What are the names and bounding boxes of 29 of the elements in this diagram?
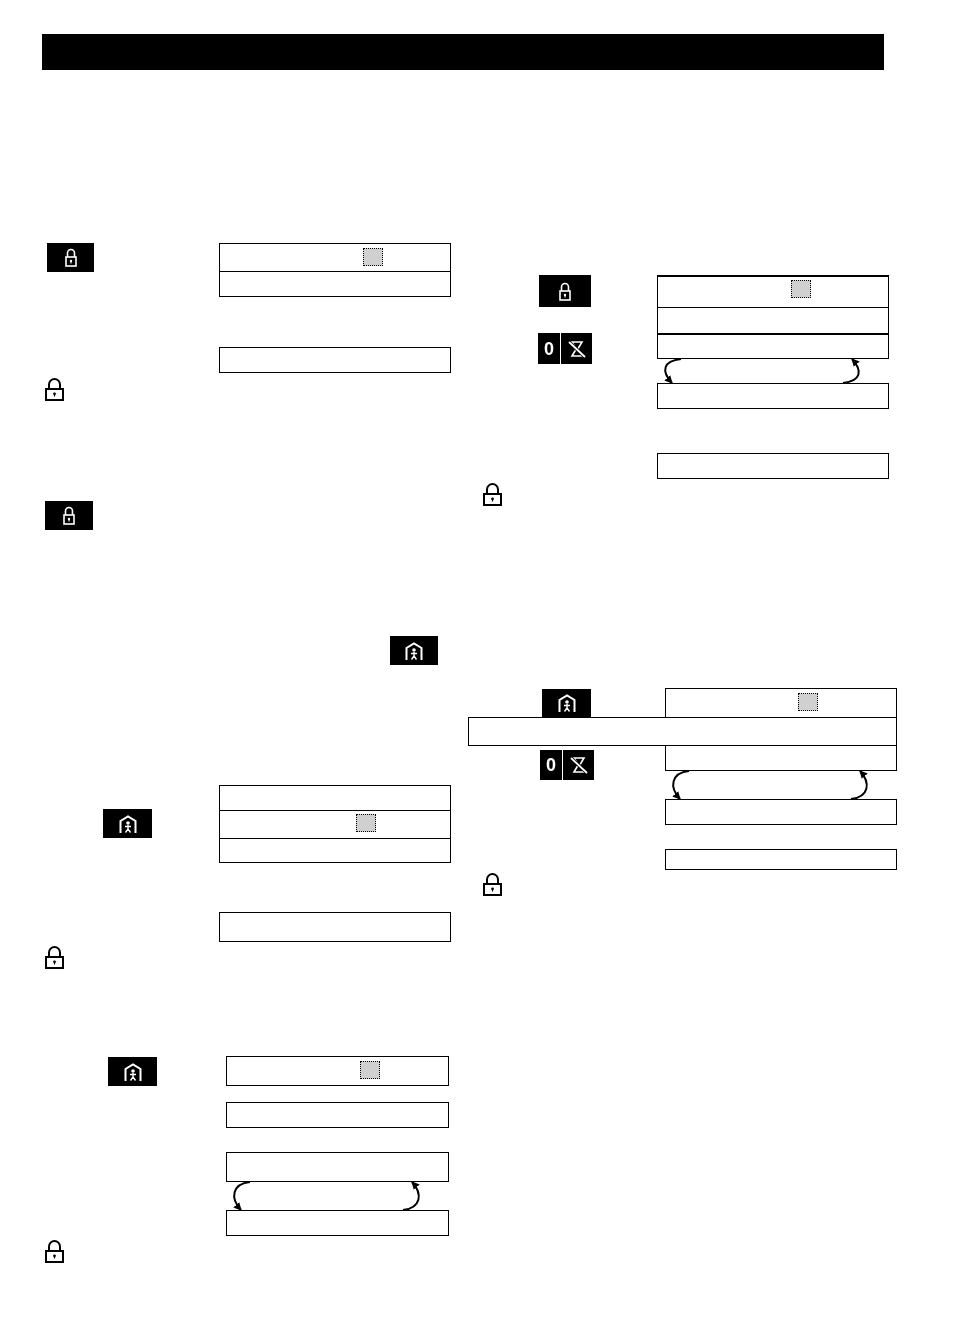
curved-arrow: [672, 770, 690, 800]
lcd-display: [657, 333, 889, 359]
lcd-display: [657, 453, 889, 479]
lcd-display: [219, 271, 451, 297]
curved-arrow: [842, 358, 860, 384]
lcd-display: [226, 1210, 449, 1236]
keypad-key: 0: [538, 333, 560, 364]
lcd-display: [665, 745, 897, 771]
lcd-display: [219, 785, 451, 811]
curved-arrow: [664, 358, 682, 384]
lcd-display: [219, 243, 451, 272]
lcd-display: [665, 799, 897, 825]
lcd-display: [665, 688, 897, 718]
lcd-display: [219, 810, 451, 839]
lcd-display: [226, 1056, 449, 1086]
curved-arrow: [850, 770, 868, 800]
lcd-display: [657, 275, 889, 308]
curved-arrow: [402, 1181, 420, 1211]
lcd-display: [226, 1152, 449, 1182]
lcd-display: [657, 383, 889, 409]
lcd-display: [657, 307, 889, 334]
lcd-display: [468, 717, 897, 746]
lcd-display: [219, 912, 451, 942]
curved-arrow: [233, 1181, 251, 1211]
lcd-display: [665, 849, 897, 870]
keypad-key: 0: [540, 750, 562, 780]
lcd-display: [219, 838, 451, 863]
lcd-display: [226, 1102, 449, 1128]
lcd-display: [219, 347, 451, 373]
